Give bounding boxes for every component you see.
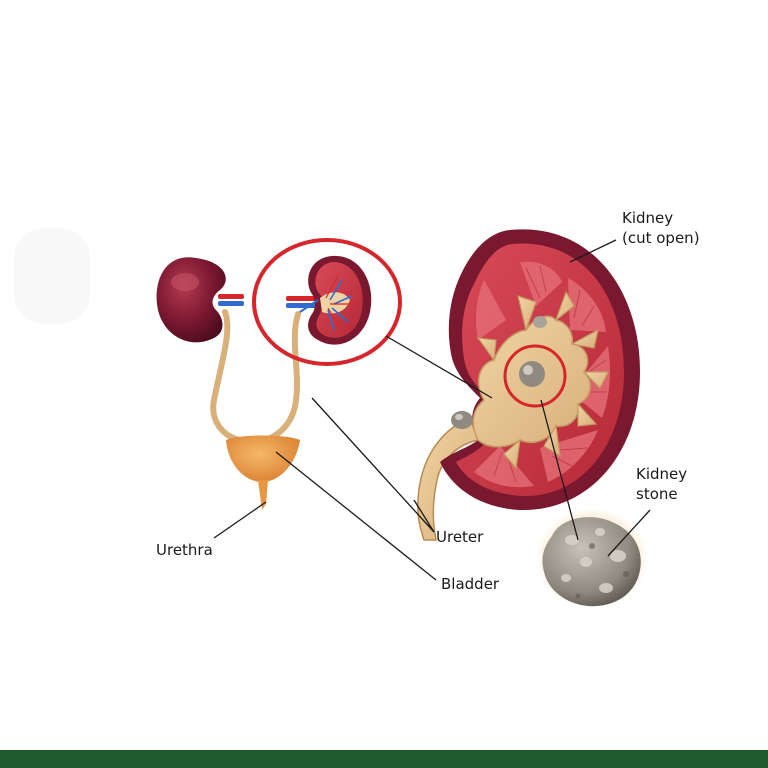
label-kidney-cut-line2: (cut open) bbox=[622, 229, 700, 247]
urethra bbox=[258, 480, 268, 510]
right-ureter bbox=[263, 311, 301, 443]
right-renal-artery bbox=[286, 296, 316, 301]
label-kidney-stone-line1: Kidney bbox=[636, 465, 688, 483]
left-renal-artery bbox=[218, 294, 244, 299]
left-ureter bbox=[210, 309, 243, 443]
label-kidney-cut-line1: Kidney bbox=[622, 209, 674, 227]
inner-stones bbox=[451, 316, 547, 429]
label-bladder: Bladder bbox=[441, 575, 500, 593]
bladder bbox=[226, 435, 300, 482]
label-kidney-stone: Kidney stone bbox=[636, 464, 687, 504]
label-kidney-stone-line2: stone bbox=[636, 485, 678, 503]
highlight-circle-small bbox=[503, 344, 567, 408]
stone-speckles bbox=[561, 528, 626, 593]
left-renal-vein bbox=[218, 301, 244, 306]
highlight-circle-large bbox=[252, 238, 402, 366]
label-kidney-cut-open: Kidney (cut open) bbox=[622, 208, 700, 248]
label-ureter: Ureter bbox=[436, 528, 484, 546]
pointer-lines bbox=[213, 239, 651, 581]
label-urethra: Urethra bbox=[156, 541, 213, 559]
left-kidney bbox=[156, 257, 226, 343]
footer-bar bbox=[0, 750, 768, 768]
